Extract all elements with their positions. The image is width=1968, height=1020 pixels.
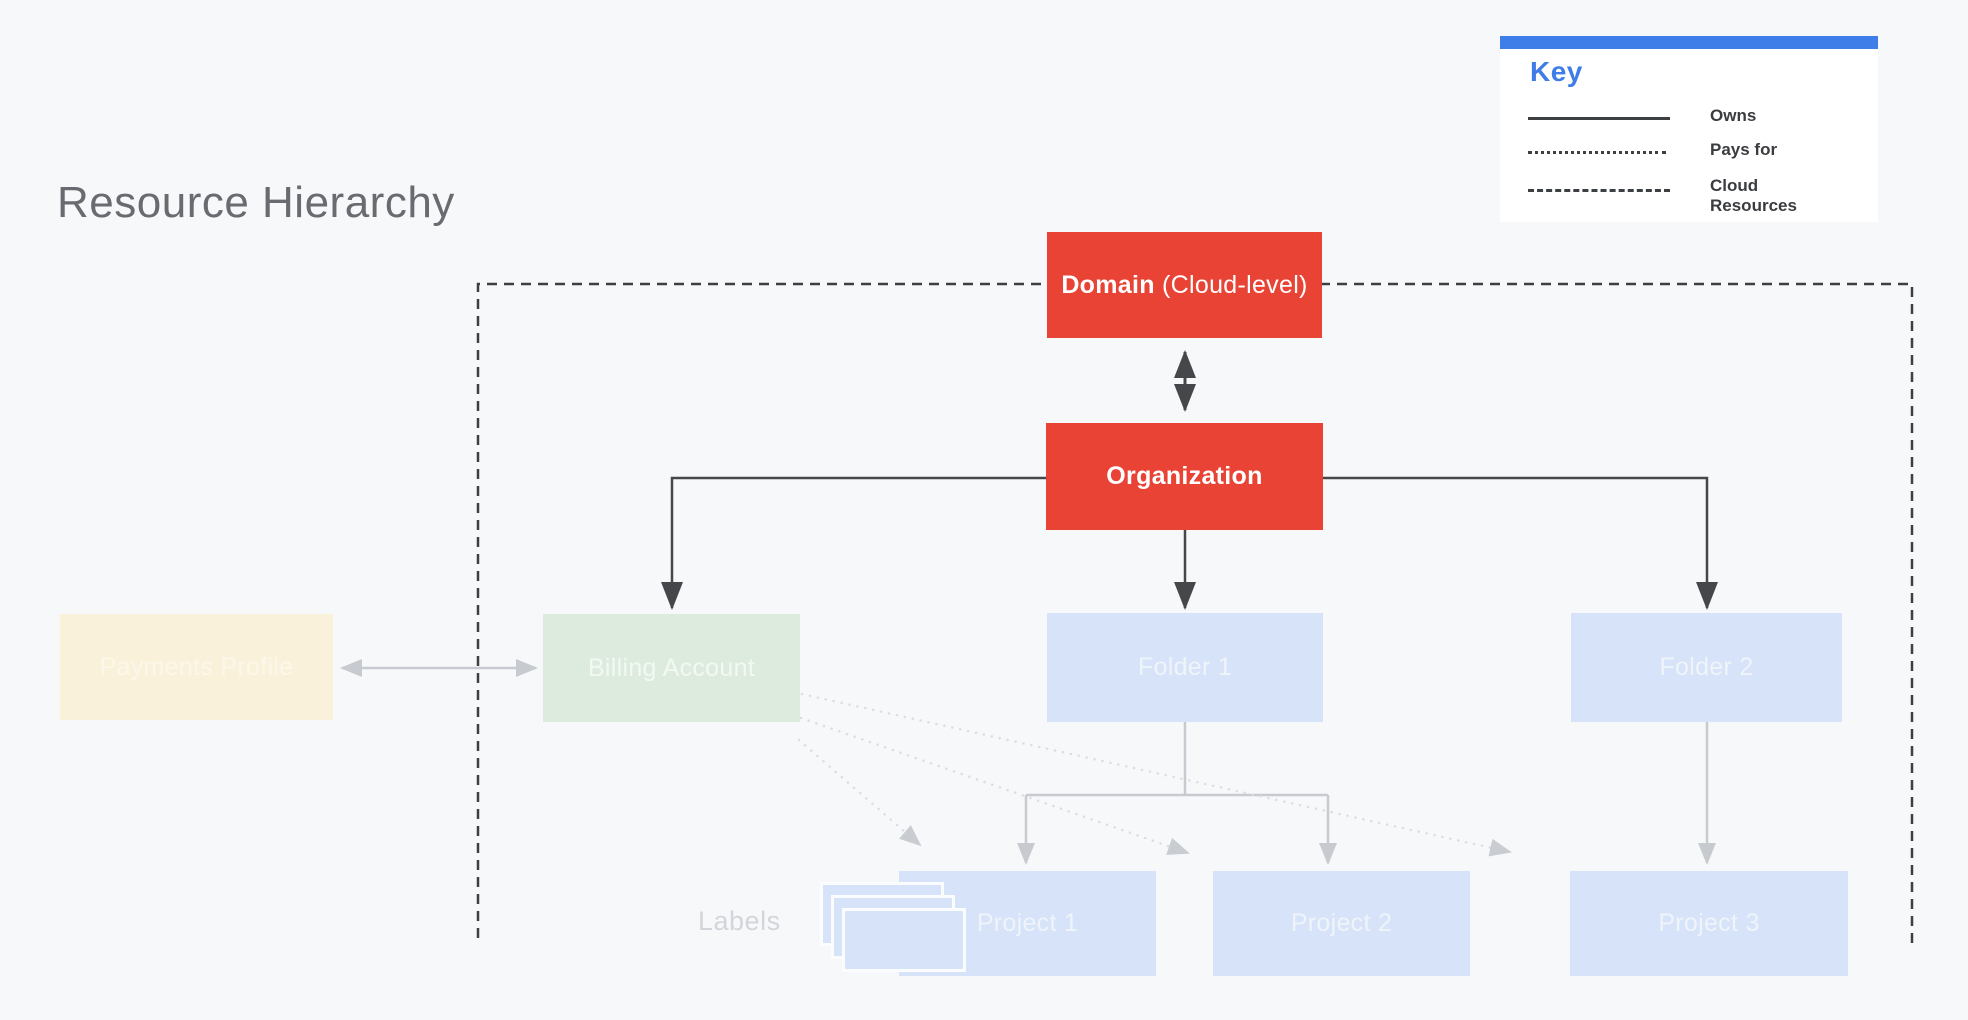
- billing-pays-project3-link: [800, 692, 1512, 857]
- legend-line-dotted-icon: [1528, 151, 1666, 154]
- folder1-tree-stem: [1026, 722, 1328, 797]
- legend-label-pays-for: Pays for: [1710, 140, 1778, 159]
- project3-node: Project 3: [1570, 871, 1848, 976]
- legend-line-solid-icon: [1528, 117, 1670, 120]
- payments-profile-node: Payments Profile: [60, 614, 333, 720]
- folder2-node: Folder 2: [1571, 613, 1842, 722]
- label-sheet-icon: [842, 908, 966, 972]
- organization-node: Organization: [1046, 423, 1323, 530]
- project2-node: Project 2: [1213, 871, 1470, 976]
- billing-pays-project2-link: [799, 716, 1190, 855]
- labels-caption: Labels: [698, 906, 781, 936]
- folder1-node: Folder 1: [1047, 613, 1323, 722]
- key-legend: Key Owns Pays for Cloud Resources: [1500, 36, 1878, 222]
- legend-label-owns: Owns: [1710, 106, 1757, 125]
- legend-line-dashed-icon: [1528, 189, 1670, 192]
- key-accent-bar: [1500, 36, 1878, 49]
- org-to-billing-account-link: [661, 476, 1046, 610]
- billing-pays-project1-link: [797, 738, 922, 847]
- billing-account-node: Billing Account: [543, 614, 800, 722]
- org-to-folder2-link: [1322, 476, 1718, 610]
- cloud-resources-boundary: [476, 282, 1914, 950]
- legend-label-cloud-resources: Cloud Resources: [1710, 176, 1797, 215]
- key-title: Key: [1530, 56, 1583, 87]
- domain-node: Domain (Cloud-level): [1047, 232, 1322, 338]
- domain-node-label: Domain (Cloud-level): [1061, 270, 1308, 299]
- labels-stack-icon: [820, 882, 970, 977]
- page-title: Resource Hierarchy: [57, 178, 455, 227]
